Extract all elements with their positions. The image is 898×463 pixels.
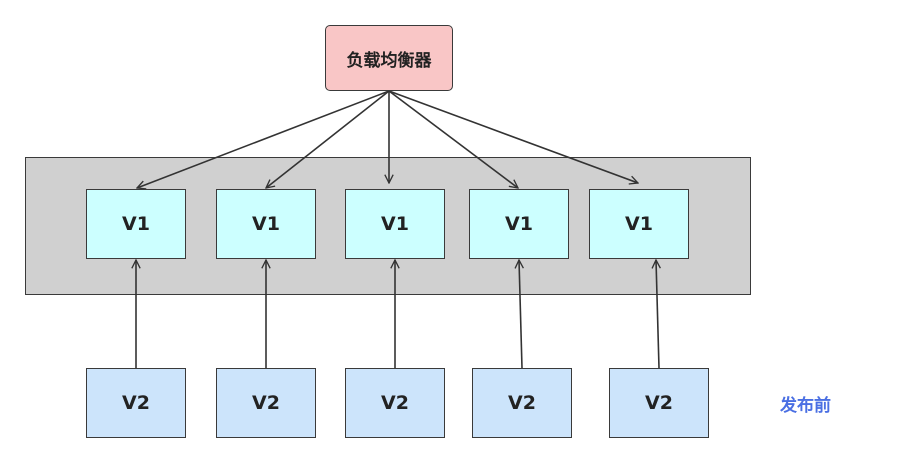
load-balancer-label: 负载均衡器	[346, 50, 432, 71]
v1-node-label: V1	[625, 213, 653, 235]
v1-node: V1	[589, 189, 689, 259]
v1-node: V1	[216, 189, 316, 259]
v1-node-label: V1	[122, 213, 150, 235]
v2-node: V2	[216, 368, 316, 438]
v2-node-label: V2	[122, 392, 150, 414]
v2-node-label: V2	[508, 392, 536, 414]
v2-node: V2	[345, 368, 445, 438]
v2-node-label: V2	[381, 392, 409, 414]
v2-node: V2	[472, 368, 572, 438]
v1-node-label: V1	[505, 213, 533, 235]
v2-node-label: V2	[645, 392, 673, 414]
v1-node-label: V1	[381, 213, 409, 235]
v1-node: V1	[469, 189, 569, 259]
v2-node: V2	[609, 368, 709, 438]
stage-label: 发布前	[780, 396, 831, 416]
v1-node: V1	[86, 189, 186, 259]
v2-node: V2	[86, 368, 186, 438]
v1-node-label: V1	[252, 213, 280, 235]
v1-node: V1	[345, 189, 445, 259]
load-balancer-node: 负载均衡器	[325, 25, 453, 91]
v2-node-label: V2	[252, 392, 280, 414]
